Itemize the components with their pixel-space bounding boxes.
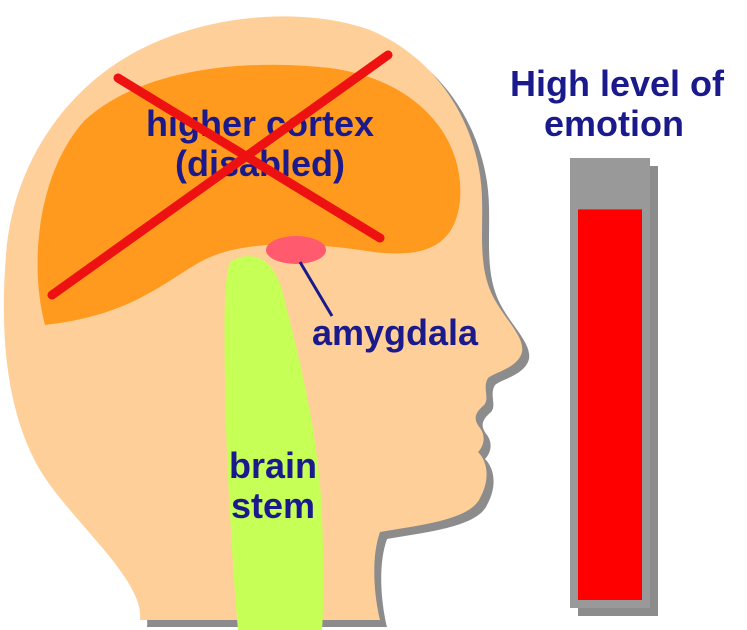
brain-stem-label-line2: stem [231, 485, 315, 526]
meter-title-line2: emotion [544, 103, 684, 144]
amygdala-region [266, 236, 326, 264]
emotion-meter [570, 158, 658, 616]
amygdala-label: amygdala [312, 312, 479, 353]
meter-fill-level [578, 209, 642, 600]
brain-stem-label-line1: brain [229, 445, 317, 486]
meter-title-line1: High level of [510, 63, 725, 104]
cortex-label-line1: higher cortex [146, 103, 374, 144]
